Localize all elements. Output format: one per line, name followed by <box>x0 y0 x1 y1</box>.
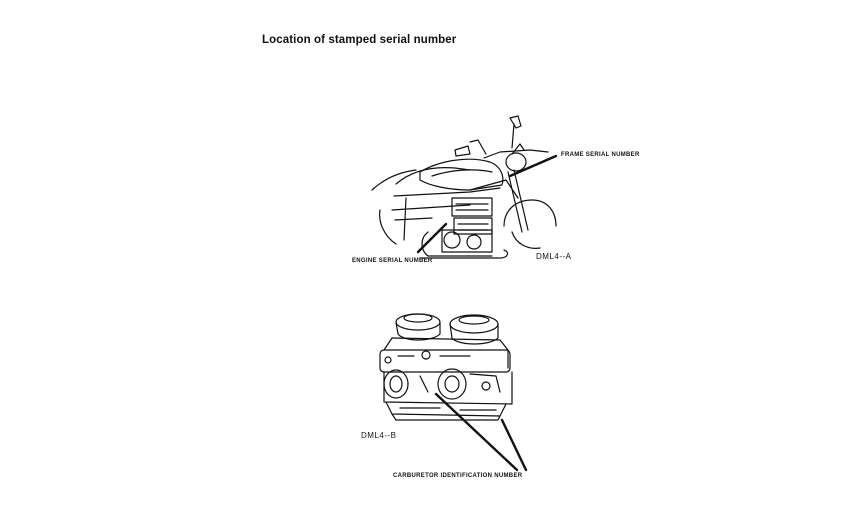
figure-code-b: DML4--B <box>361 431 397 440</box>
carburetor-identification-number-label: CARBURETOR IDENTIFICATION NUMBER <box>393 473 523 479</box>
leader-lines-b <box>434 392 528 472</box>
frame-serial-number-label: FRAME SERIAL NUMBER <box>561 152 640 158</box>
page-title: Location of stamped serial number <box>262 34 457 46</box>
motorcycle-illustration <box>371 115 557 259</box>
engine-serial-number-label: ENGINE SERIAL NUMBER <box>352 258 433 264</box>
figure-code-a: DML4--A <box>536 252 572 261</box>
carburetor-illustration <box>379 313 513 421</box>
leader-lines-a <box>416 154 558 254</box>
